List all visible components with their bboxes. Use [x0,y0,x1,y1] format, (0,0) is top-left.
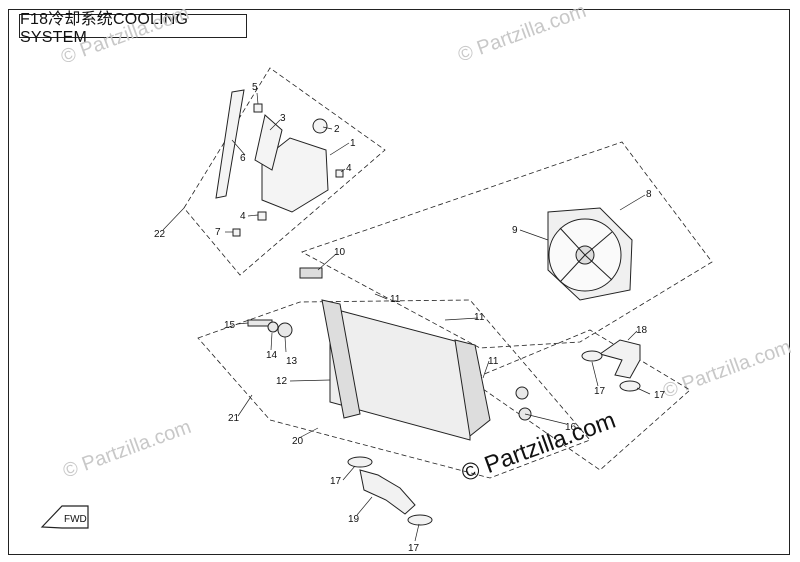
radiator-parts [247,267,532,441]
callout-10: 10 [334,247,346,258]
title-box: F18冷却系统COOLING SYSTEM [19,11,247,46]
callout-7: 7 [215,227,221,238]
radiator-right-tank [454,339,491,437]
callout-21: 21 [228,413,240,424]
clamp-17b [407,514,433,526]
hose-parts [347,339,641,526]
callout-11c: 11 [488,356,499,367]
callout-12: 12 [276,376,288,387]
callout-11a: 11 [390,294,401,305]
leader-lines [162,92,651,542]
radiator-group-outline [197,299,591,479]
fwd-arrow-shape [40,505,89,529]
lower-hose-19 [359,469,416,515]
bracket-3 [254,114,283,171]
callout-20: 20 [292,436,304,447]
grommet-13 [277,322,293,338]
reservoir-group-outline [183,67,386,276]
fwd-arrow: FWD [40,505,89,529]
group-outlines [183,67,713,479]
callout-22: 22 [154,229,166,240]
callout-1: 1 [350,138,356,149]
upper-hose-18 [598,339,641,379]
fan-group-outline [301,141,713,349]
callout-8: 8 [646,189,652,200]
reservoir-tank [261,137,329,213]
overflow-hose [215,89,245,199]
bolt-5 [253,103,263,113]
clamp-17c [581,350,603,362]
callout-2: 2 [334,124,340,135]
clamp-17d [619,380,641,392]
callout-labels: 1 2 3 4 4 5 6 7 8 9 10 11 11 11 12 13 14… [154,82,666,554]
seal-10 [299,267,323,279]
radiator-core [329,307,471,441]
callout-9: 9 [512,225,518,236]
callout-11b: 11 [474,312,485,323]
callout-17c: 17 [594,386,606,397]
clip-7 [232,228,241,237]
callout-6: 6 [240,153,246,164]
diagram-frame [8,9,790,555]
callout-13: 13 [286,356,298,367]
callout-16: 16 [565,422,577,433]
reservoir-parts [215,89,344,237]
callout-3: 3 [280,113,286,124]
reservoir-cap [312,118,328,134]
callout-17b: 17 [408,543,420,554]
callout-18: 18 [636,325,648,336]
clamp-17a [347,456,373,468]
callout-19: 19 [348,514,360,525]
radiator-left-tank [321,299,361,419]
callout-17a: 17 [330,476,342,487]
hose-group-outline [469,329,691,471]
fan-blade-lines [559,227,613,283]
callout-14: 14 [266,350,278,361]
callout-15: 15 [224,320,236,331]
callout-4b: 4 [240,211,246,222]
bolt-4 [257,211,267,221]
bolt-4b [335,169,344,178]
fwd-label: FWD [64,514,87,525]
grommet-16a [515,386,529,400]
callout-5: 5 [252,82,258,93]
callout-4a: 4 [346,163,352,174]
washer-14 [267,321,279,333]
fan-parts [547,207,633,301]
callout-17d: 17 [654,390,666,401]
